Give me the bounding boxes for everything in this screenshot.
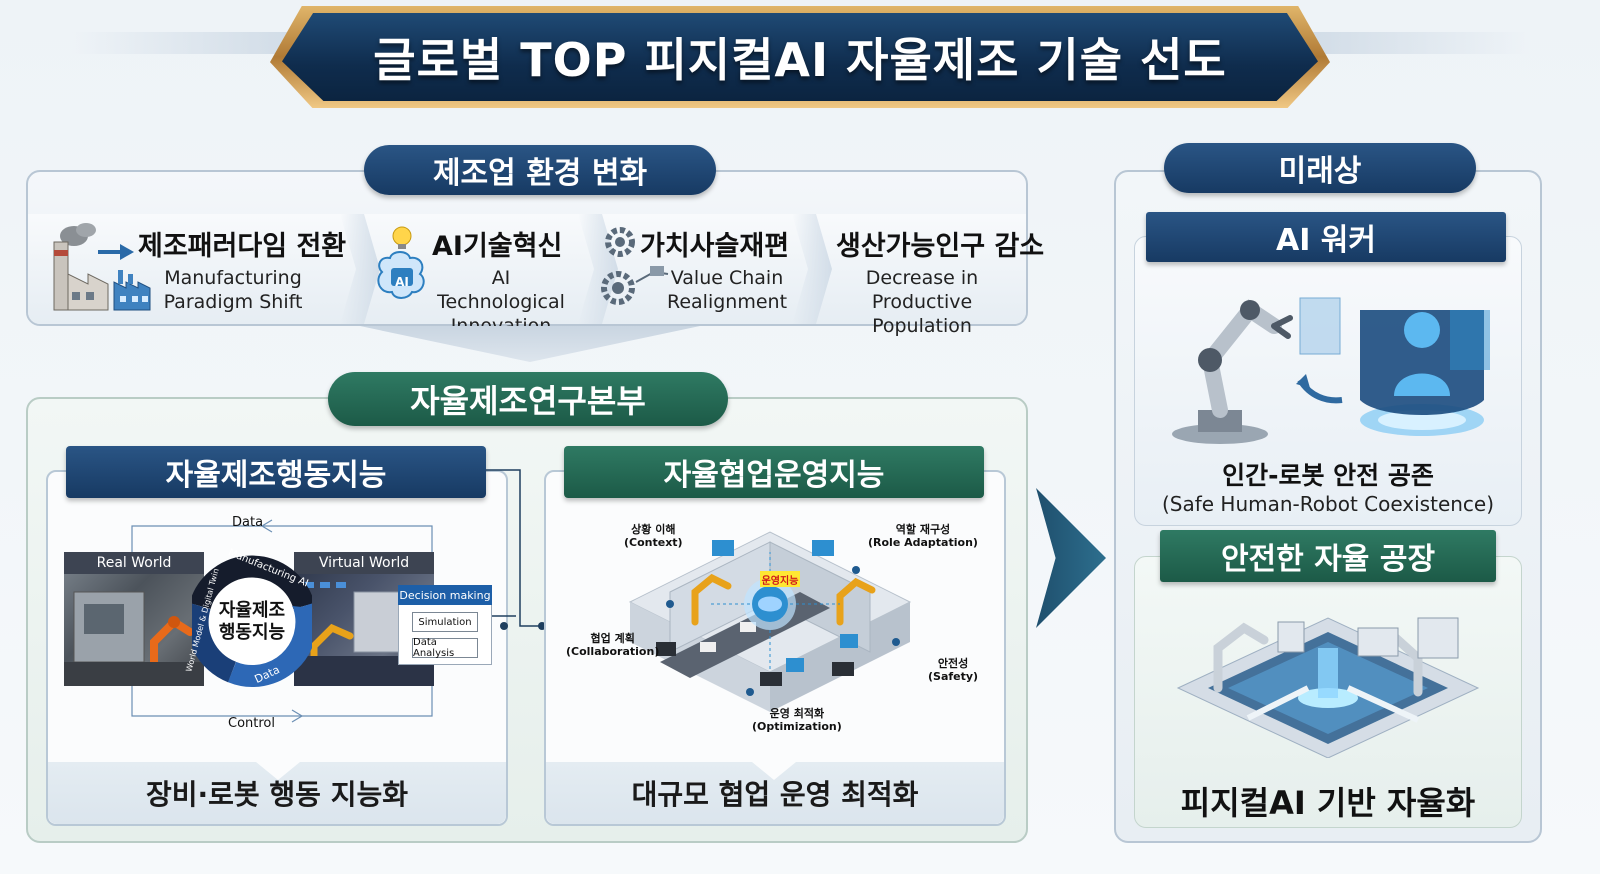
factory-icon [53, 223, 151, 311]
collab-label-optimization: 운영 최적화 (Optimization) [752, 707, 842, 733]
down-arrow [360, 326, 700, 362]
cycle-center-line: 자율제조 [218, 600, 286, 621]
environment-strip [28, 214, 1026, 324]
division-header: 자율제조연구본부 [328, 372, 728, 426]
collab-label-ko: 상황 이해 [631, 523, 676, 536]
collab-label-ko: 역할 재구성 [895, 523, 951, 536]
collab-label-en: (Safety) [928, 670, 979, 683]
virtual-world-label: Virtual World [294, 552, 434, 574]
env-item-sub-line: Paradigm Shift [163, 291, 303, 313]
right-arrow [1036, 488, 1106, 628]
collab-header: 자율협업운영지능 [564, 446, 984, 498]
simulation-box: Simulation [412, 612, 478, 632]
coexist-title: 인간-로봇 안전 공존 [1222, 461, 1434, 490]
collab-label-en: (Optimization) [752, 720, 842, 733]
env-item-title: 생산가능인구 감소 [836, 231, 1045, 262]
ai-worker-header: AI 워커 [1146, 212, 1506, 262]
collab-label-en: (Role Adaptation) [868, 536, 978, 549]
env-item-sub-line: Decrease in [865, 267, 979, 289]
page-title: 글로벌 TOP 피지컬AI 자율제조 기술 선도 [373, 33, 1227, 87]
decision-title: Decision making [398, 585, 492, 605]
cycle-circle [192, 555, 312, 687]
smart-factory-illustration [628, 531, 912, 712]
future-header: 미래상 [1164, 143, 1476, 193]
env-item-title: 가치사슬재편 [640, 231, 790, 262]
env-item-sub-line: AI Technological [437, 267, 565, 313]
collab-label-role: 역할 재구성 (Role Adaptation) [868, 523, 978, 549]
digital-twin-diagram [131, 519, 433, 723]
env-item-title: AI기술혁신 [432, 231, 563, 262]
coexist-subtitle: (Safe Human-Robot Coexistence) [1161, 492, 1495, 516]
collab-label-ko: 운영 최적화 [769, 707, 825, 720]
env-item-sub: Value Chain Realignment [652, 266, 802, 314]
data-label: Data [232, 515, 264, 530]
robot-human-illustration [1172, 297, 1490, 444]
env-item-sub-line: Productive Population [871, 291, 973, 337]
safe-factory-header: 안전한 자율 공장 [1160, 530, 1496, 582]
collab-label-ko: 안전성 [937, 657, 969, 670]
env-item-title: 제조패러다임 전환 [138, 231, 347, 262]
real-world-image [64, 552, 204, 686]
cycle-center-line: 행동지능 [218, 622, 286, 643]
autonomous-factory-illustration [1176, 617, 1480, 758]
env-item-sub: Manufacturing Paradigm Shift [158, 266, 308, 314]
real-world-label: Real World [64, 552, 204, 574]
control-label: Control [228, 716, 275, 731]
analysis-box: Data Analysis [412, 637, 478, 659]
factory-robot-illustration [64, 591, 204, 686]
banner-background [282, 13, 1318, 101]
ai-chip-label: AI [395, 275, 409, 289]
env-item-sub-line: Realignment [666, 291, 788, 313]
env-item-sub: Decrease in Productive Population [822, 266, 1022, 338]
ai-brain-icon [377, 226, 425, 299]
collab-label-ko: 협업 계획 [590, 632, 635, 645]
env-item-sub-line: Value Chain [670, 267, 784, 289]
behavior-header: 자율제조행동지능 [66, 446, 486, 498]
env-item-sub-line: Manufacturing [164, 267, 302, 289]
cycle-center-label: 자율제조 행동지능 [212, 600, 292, 644]
collab-label-en: (Collaboration) [566, 645, 660, 658]
collab-label-en: (Context) [624, 536, 683, 549]
environment-header: 제조업 환경 변화 [364, 145, 716, 195]
collab-label-safety: 안전성 (Safety) [928, 657, 978, 683]
collab-label-collaboration: 협업 계획 (Collaboration) [566, 632, 659, 658]
collab-label-context: 상황 이해 (Context) [624, 523, 683, 549]
operation-intelligence-tag: 운영지능 [760, 571, 800, 587]
gears-icon [601, 227, 669, 305]
physical-ai-title: 피지컬AI 기반 자율화 [1180, 784, 1476, 822]
